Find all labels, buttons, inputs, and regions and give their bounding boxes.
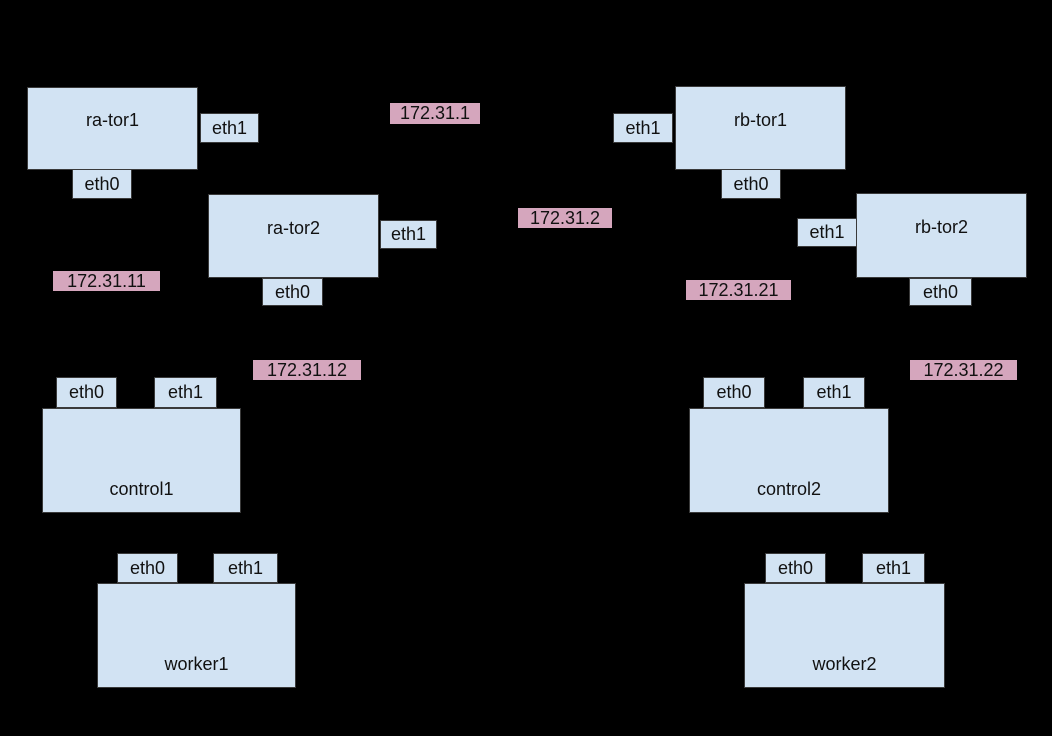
ip-label-172-31-22: 172.31.22 (910, 360, 1017, 380)
port-rb-tor2-eth1: eth1 (797, 218, 857, 247)
ip-label-172-31-21: 172.31.21 (686, 280, 791, 300)
node-control1: control1 (42, 408, 241, 513)
node-rb-tor1-label: rb-tor1 (733, 109, 787, 130)
node-worker1: worker1 (97, 583, 296, 688)
port-worker1-eth1: eth1 (213, 553, 278, 583)
node-rb-tor1: rb-tor1 (675, 86, 846, 170)
port-control1-eth0: eth0 (56, 377, 117, 408)
port-ra-tor2-eth1: eth1 (380, 220, 437, 249)
port-rb-tor2-eth0: eth0 (909, 278, 972, 306)
node-worker2-label: worker2 (812, 654, 877, 674)
node-rb-tor2-label: rb-tor2 (914, 217, 968, 237)
ip-label-172-31-11: 172.31.11 (53, 271, 160, 291)
port-worker2-eth1: eth1 (862, 553, 925, 583)
port-worker1-eth0: eth0 (117, 553, 178, 583)
port-rb-tor1-eth1: eth1 (613, 113, 673, 143)
ip-label-172-31-1: 172.31.1 (390, 103, 480, 124)
node-control1-label: control1 (109, 479, 174, 499)
node-ra-tor1-label: ra-tor1 (85, 110, 139, 130)
port-ra-tor2-eth0: eth0 (262, 278, 323, 306)
port-worker2-eth0: eth0 (765, 553, 826, 583)
node-rb-tor2: rb-tor2 (856, 193, 1027, 278)
ip-label-172-31-2: 172.31.2 (518, 208, 612, 228)
node-ra-tor1: ra-tor1 (27, 87, 198, 170)
node-worker1-label: worker1 (164, 654, 229, 674)
node-ra-tor2: ra-tor2 (208, 194, 379, 278)
port-control2-eth0: eth0 (703, 377, 765, 408)
node-control2: control2 (689, 408, 889, 513)
port-ra-tor1-eth0: eth0 (72, 169, 132, 199)
port-control2-eth1: eth1 (803, 377, 865, 408)
port-control1-eth1: eth1 (154, 377, 217, 408)
node-ra-tor2-label: ra-tor2 (266, 217, 320, 238)
port-rb-tor1-eth0: eth0 (721, 169, 781, 199)
node-worker2: worker2 (744, 583, 945, 688)
node-control2-label: control2 (756, 479, 822, 499)
ip-label-172-31-12: 172.31.12 (253, 360, 361, 380)
port-ra-tor1-eth1: eth1 (200, 113, 259, 143)
